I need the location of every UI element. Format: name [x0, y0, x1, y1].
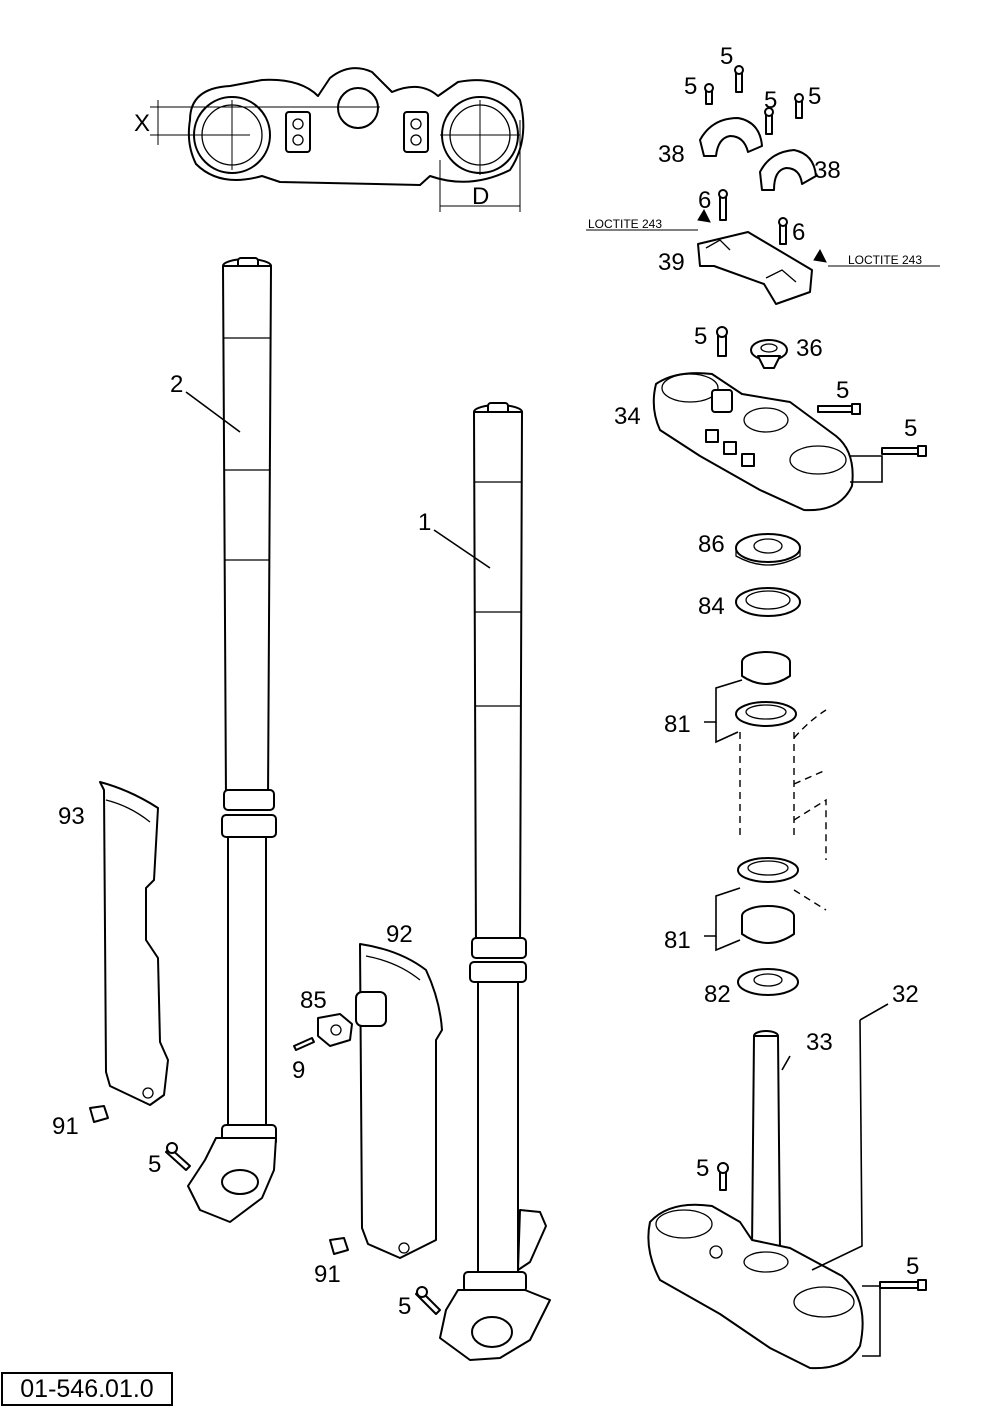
- bolt-9: [293, 1037, 315, 1051]
- clamp-bolt-5-top: [716, 326, 728, 357]
- callout-38-right: 38: [814, 157, 841, 184]
- callout-85: 85: [300, 987, 327, 1014]
- callout-6-left: 6: [698, 187, 711, 214]
- seal-ring-84: [735, 587, 801, 617]
- upper-bearing-81: [735, 651, 797, 727]
- fork-leg-2: [187, 257, 277, 1223]
- guard-bolt-91-left: [89, 1105, 109, 1123]
- fork-guard-92: [355, 943, 443, 1259]
- upper-triple-clamp-34: [652, 372, 854, 512]
- handlebar-clamp-38-left: [699, 117, 763, 157]
- guard-bolt-91-right: [329, 1237, 349, 1255]
- callout-36: 36: [796, 335, 823, 362]
- dimension-d-label: D: [472, 183, 489, 210]
- diagram-code: 01-546.01.0: [1, 1372, 173, 1406]
- callout-5-lower-side: 5: [906, 1253, 919, 1280]
- callout-33: 33: [806, 1029, 833, 1056]
- callout-5-clamp-side-b: 5: [904, 415, 917, 442]
- callout-34: 34: [614, 403, 641, 430]
- steering-head-frame: [739, 709, 827, 911]
- dust-seal-86: [735, 533, 801, 566]
- loctite-note-left: LOCTITE 243: [588, 217, 662, 231]
- foot-bolt-5-left: [165, 1142, 191, 1171]
- callout-5-foot-right: 5: [398, 1293, 411, 1320]
- dimension-x-label: X: [134, 110, 150, 137]
- steering-nut-36: [750, 339, 788, 369]
- fork-leg-1: [439, 402, 551, 1361]
- callout-84: 84: [698, 593, 725, 620]
- callout-5-top-d: 5: [808, 83, 821, 110]
- fork-guard-93: [99, 781, 169, 1106]
- lower-triple-clamp-32: [647, 1203, 864, 1370]
- callout-5-lower-top: 5: [696, 1155, 709, 1182]
- callout-5-clamp-top: 5: [694, 323, 707, 350]
- callout-32: 32: [892, 981, 919, 1008]
- foot-bolt-5-right: [415, 1286, 441, 1315]
- callout-2: 2: [170, 371, 183, 398]
- clamp-side-bolts-5: [817, 403, 927, 483]
- handlebar-clamp-38-right: [759, 149, 817, 191]
- callout-6-right: 6: [792, 219, 805, 246]
- callout-5-top-a: 5: [684, 73, 697, 100]
- callout-5-foot-left: 5: [148, 1151, 161, 1178]
- callout-82: 82: [704, 981, 731, 1008]
- lower-clamp-bolt-5-top: [717, 1162, 729, 1191]
- bolts-6: [697, 189, 827, 263]
- lower-clamp-side-bolt-5: [862, 1279, 927, 1357]
- callout-91-left: 91: [52, 1113, 79, 1140]
- callout-92: 92: [386, 921, 413, 948]
- lower-bearing-81: [737, 857, 799, 944]
- top-bolts-5: [704, 65, 804, 135]
- triple-clamp-top-view: [150, 67, 525, 212]
- callout-5-top-c: 5: [764, 87, 777, 114]
- steering-stem-33: [751, 1030, 781, 1251]
- callout-91-right: 91: [314, 1261, 341, 1288]
- callout-81-upper: 81: [664, 711, 691, 738]
- bracket-85: [317, 1013, 353, 1047]
- callout-5-top-b: 5: [720, 43, 733, 70]
- callout-86: 86: [698, 531, 725, 558]
- callout-38-left: 38: [658, 141, 685, 168]
- callout-81-lower: 81: [664, 927, 691, 954]
- callout-93: 93: [58, 803, 85, 830]
- seal-82: [737, 968, 799, 996]
- callout-5-clamp-side-a: 5: [836, 377, 849, 404]
- loctite-note-right: LOCTITE 243: [848, 253, 922, 267]
- callout-39: 39: [658, 249, 685, 276]
- callout-9: 9: [292, 1057, 305, 1084]
- callout-1: 1: [418, 509, 431, 536]
- handlebar-mount-39: [697, 231, 813, 305]
